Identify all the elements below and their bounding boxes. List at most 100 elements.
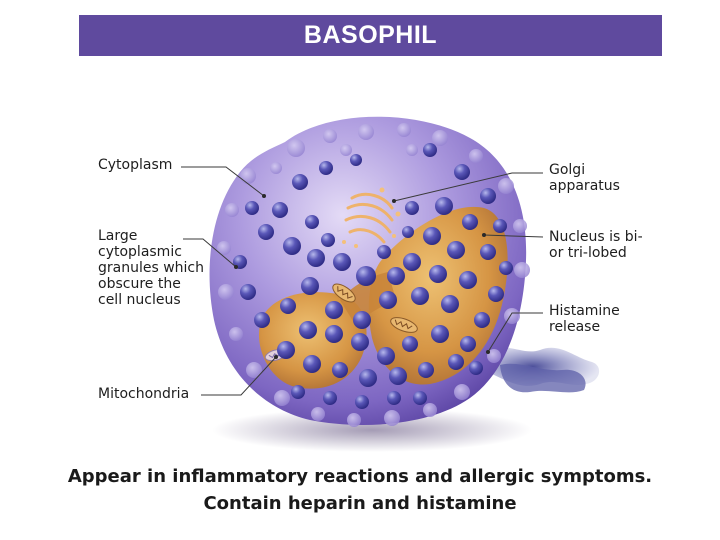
label-mitochondria: Mitochondria <box>98 386 189 402</box>
granule <box>387 267 405 285</box>
label-line: cytoplasmic <box>98 244 182 260</box>
surface-bump <box>384 410 400 426</box>
granule <box>280 298 296 314</box>
label-line: Large <box>98 228 138 244</box>
surface-bump <box>217 241 231 255</box>
label-granules: Large cytoplasmic granules which obscure… <box>98 228 204 308</box>
granule <box>402 226 414 238</box>
surface-bump <box>246 362 262 378</box>
caption-line-1: Appear in inflammatory reactions and all… <box>67 466 653 487</box>
surface-bump <box>323 129 337 143</box>
granule <box>462 214 478 230</box>
surface-bump <box>454 384 470 400</box>
granule <box>429 265 447 283</box>
page-title: BASOPHIL <box>303 21 438 49</box>
label-line: Histamine <box>549 303 620 319</box>
leader-granules <box>183 238 237 268</box>
granule <box>332 362 348 378</box>
surface-bump <box>240 168 256 184</box>
label-line: obscure the <box>98 276 181 292</box>
leader-golgi <box>393 172 543 202</box>
granule <box>355 395 369 409</box>
label-line: Mitochondria <box>98 386 190 402</box>
surface-bump <box>358 124 374 140</box>
granule <box>454 164 470 180</box>
leader-lines <box>181 166 544 396</box>
granule <box>356 266 376 286</box>
granule <box>353 311 371 329</box>
cytoplasmic-granules <box>233 143 513 409</box>
surface-bump <box>229 327 243 341</box>
granule <box>423 227 441 245</box>
granule <box>325 325 343 343</box>
label-line: apparatus <box>549 178 620 194</box>
granule <box>258 224 274 240</box>
surface-bump <box>514 262 530 278</box>
label-line: cell nucleus <box>98 292 181 308</box>
granule <box>321 233 335 247</box>
leader-mitochondria <box>201 356 277 396</box>
granule <box>350 154 362 166</box>
granule <box>292 174 308 190</box>
granule <box>377 245 391 259</box>
surface-bump <box>513 219 527 233</box>
granule <box>499 261 513 275</box>
granule <box>291 385 305 399</box>
granule <box>448 354 464 370</box>
granule <box>277 341 295 359</box>
label-line: Nucleus is bi- <box>549 229 643 245</box>
golgi-vesicles <box>342 187 401 248</box>
title-bar: BASOPHIL <box>79 15 662 56</box>
granule <box>418 362 434 378</box>
surface-bump <box>487 349 501 363</box>
granule <box>359 369 377 387</box>
granule <box>325 301 343 319</box>
surface-bump <box>218 284 234 300</box>
granule <box>387 391 401 405</box>
granule <box>245 201 259 215</box>
leader-histamine <box>487 312 543 353</box>
granule <box>402 336 418 352</box>
label-line: Cytoplasm <box>98 157 173 173</box>
granule <box>480 188 496 204</box>
cell-shadow <box>212 408 532 452</box>
label-cytoplasm: Cytoplasm <box>98 157 172 173</box>
mitochondrion <box>390 317 418 333</box>
histamine-cloud <box>488 347 600 393</box>
label-line: granules which <box>98 260 204 276</box>
granule <box>469 361 483 375</box>
caption-line-2: Contain heparin and histamine <box>203 493 517 514</box>
granule <box>307 249 325 267</box>
granule <box>441 295 459 313</box>
granule <box>299 321 317 339</box>
label-histamine: Histamine release <box>549 303 620 335</box>
granule <box>389 367 407 385</box>
granule <box>303 355 321 373</box>
leader-dots <box>234 194 490 359</box>
surface-bump <box>287 139 305 157</box>
granule <box>435 197 453 215</box>
granule <box>333 253 351 271</box>
label-line: or tri-lobed <box>549 245 627 261</box>
granule <box>403 253 421 271</box>
granule <box>301 277 319 295</box>
golgi-apparatus <box>344 192 394 244</box>
label-golgi: Golgi apparatus <box>549 162 620 194</box>
leader-cytoplasm <box>181 166 265 197</box>
surface-bump <box>270 162 282 174</box>
granule <box>411 287 429 305</box>
granule <box>272 202 288 218</box>
granule <box>460 336 476 352</box>
granule <box>423 143 437 157</box>
leader-nucleus <box>483 234 544 238</box>
granule <box>459 271 477 289</box>
granule <box>254 312 270 328</box>
surface-bump <box>347 413 361 427</box>
granule <box>351 333 369 351</box>
surface-bump <box>406 144 418 156</box>
surface-bump <box>311 407 325 421</box>
label-line: Golgi <box>549 162 586 178</box>
surface-bump <box>432 130 448 146</box>
label-nucleus: Nucleus is bi- or tri-lobed <box>549 229 643 261</box>
